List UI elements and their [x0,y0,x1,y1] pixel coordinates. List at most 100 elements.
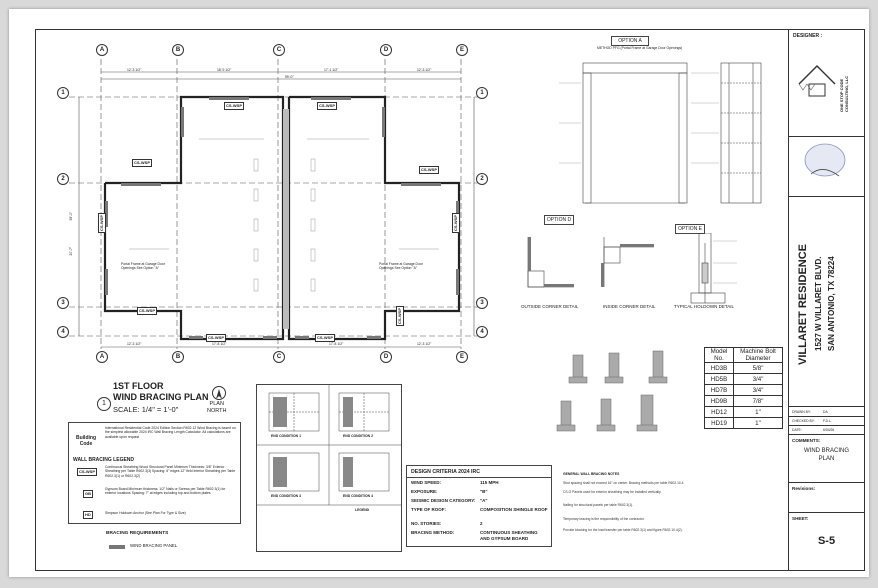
title-block-rule [789,406,864,407]
grid-bubble-e: E [456,44,468,56]
comments-value: WIND BRACING PLAN [804,448,849,462]
end-condition-legend-label: LEGEND [355,508,370,512]
general-note-1: Stud spacing shall not exceed 16" on cen… [563,481,685,485]
outside-corner-label: OUTSIDE CORNER DETAIL [521,304,579,309]
grid-bubble-d: D [380,44,392,56]
title-block-rule [789,416,864,417]
floor-plan-drawing [69,59,479,349]
grid-bubble-b: B [172,44,184,56]
legend-cswsp-tag: CS-WSP [77,468,97,476]
criteria-key-roof: TYPE OF ROOF: [411,507,447,512]
dim-bottom-2: 12'-3 1/2" [417,342,432,346]
legend-title: WALL BRACING LEGEND [73,457,135,463]
firm-logo-icon [798,65,836,97]
title-block-rule [789,434,864,435]
sheet-number: S-5 [817,535,836,547]
grid-bubble-d-bottom: D [380,351,392,363]
code-text: International Residential Code 2024 Edit… [105,426,236,439]
dim-mid-bottom-2: 17'-8 1/2" [329,342,344,346]
grid-bubble-a: A [96,44,108,56]
end-condition-3-label: END CONDITION 3 [271,494,301,498]
comments-label: COMMENTS: [792,438,821,443]
legend-hd-text: Simpson Holdown Anchor (See Plan For Typ… [105,511,186,515]
holdown-col-model: Model No. [704,347,734,363]
end-conditions-box: END CONDITION 1 END CONDITION 2 END COND… [256,384,402,552]
option-a-subtitle: METHOD PFG (Portal Frame at Garage Door … [597,46,683,50]
option-e-label: OPTION E [675,224,705,234]
title-block-rule [789,136,864,137]
grid-bubble-3-right: 3 [476,297,488,309]
criteria-key-seismic: SEISMIC DESIGN CATEGORY: [411,498,476,503]
cswsp-tag: CS-WSP [317,102,337,110]
option-d-text: OPTION D [546,217,572,223]
criteria-val-wind: 115 MPH [480,480,499,485]
title-block: DESIGNER : ONE STOP CODE CONSULTING, LLC… [788,29,865,571]
code-label: Building Code [76,435,96,447]
north-label: PLAN NORTH [207,401,227,414]
criteria-key-wind: WIND SPEED: [411,480,442,485]
grid-bubble-1-right: 1 [476,87,488,99]
general-notes-title: GENERAL WALL BRACING NOTES [563,472,620,476]
project-name: VILLARET RESIDENCE [797,243,809,365]
dim-top-1: 12'-3 1/2" [127,68,142,72]
option-a-detail-drawing [559,62,762,204]
designer-label: DESIGNER : [793,33,823,39]
end-condition-1-label: END CONDITION 1 [271,434,301,438]
criteria-key-method: BRACING METHOD: [411,530,455,535]
dim-top-3: 17'-1 1/2" [324,68,339,72]
grid-bubble-4-right: 4 [476,326,488,338]
date-label: DATE: [792,428,802,432]
inside-corner-label: INSIDE CORNER DETAIL [603,304,656,309]
cswsp-tag: CS-WSP [137,307,157,315]
grid-bubble-a-bottom: A [96,351,108,363]
design-criteria-rule [407,477,551,478]
portal-note-right: Portal Frame at Garage Door Openings See… [379,262,423,271]
firm-name: ONE STOP CODE CONSULTING, LLC [839,75,849,112]
drawn-by-label: DRAWN BY: [792,410,811,414]
north-arrow-icon [212,386,226,400]
criteria-val-roof: COMPOSITION SHINGLE ROOF [480,507,548,512]
option-e-text: OPTION E [678,226,702,232]
dim-top-2: 18'-9 1/2" [217,68,232,72]
criteria-key-stories: NO. STORIES: [411,521,442,526]
bracing-panel-swatch [109,545,125,549]
grid-bubble-2-right: 2 [476,173,488,185]
title-block-rule [789,512,864,513]
detail-number: 1 [102,400,106,407]
dim-mid-bottom-1: 17'-8 1/2" [212,342,227,346]
cswsp-tag: CS-WSP [452,213,460,233]
detail-number-bubble: 1 [97,397,111,411]
general-note-3: Nailing for structural panels per table … [563,503,634,507]
general-note-5: Provide blocking for the load transfer p… [563,528,683,532]
plan-title-line1: 1ST FLOOR [113,381,164,391]
engineer-seal [804,143,846,177]
dim-left-1: 39'-0" [69,211,74,221]
project-address2: SAN ANTONIO, TX 78224 [827,256,836,352]
legend-gb-text: Gypsum Board Minimum thickness: 1/2" Nai… [105,487,226,496]
criteria-val-seismic: "A" [480,498,488,503]
dim-bottom-1: 12'-3 1/2" [127,342,142,346]
general-note-2: CS-G Panels used for exterior sheathing … [563,490,662,494]
project-address1: 1527 W VILLARET BLVD. [814,256,823,352]
criteria-val-method: CONTINUOUS SHEATHING AND GYPSUM BOARD [480,530,538,541]
grid-bubble-c-bottom: C [273,351,285,363]
end-condition-4-label: END CONDITION 4 [343,494,373,498]
design-criteria-title: DESIGN CRITERIA 2024 IRC [411,469,480,475]
sheet-label: SHEET: [792,516,809,521]
general-note-4: Temporary bracing is the responsibility … [563,517,645,521]
plan-title-line2: WIND BRACING PLAN [113,392,209,402]
legend-hd-tag: HD [83,511,93,519]
legend-gb-tag: GB [83,490,93,498]
cswsp-tag: CS-WSP [98,213,106,233]
grid-bubble-c: C [273,44,285,56]
holdown-product-images [556,350,668,432]
criteria-val-stories: 2 [480,521,483,526]
checked-by-value: F.D.L. [823,419,832,423]
checked-by-label: CHECKED BY: [792,419,815,423]
title-block-rule [789,482,864,483]
